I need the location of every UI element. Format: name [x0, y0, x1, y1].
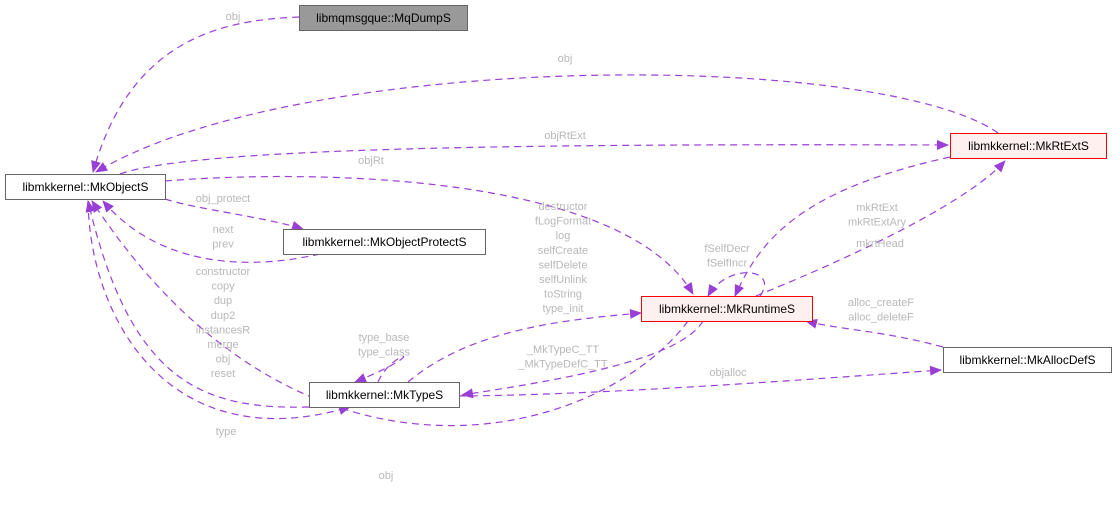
edge-MkObjectS-to-MkObjectProtectS [164, 198, 304, 231]
edge-label: selfUnlink [539, 274, 587, 286]
edge-label: mkrtHead [856, 238, 904, 250]
node-MkObjectProtectS[interactable]: libmkkernel::MkObjectProtectS [283, 229, 486, 255]
edge-label-group: obj [379, 470, 394, 482]
edge-label: selfCreate [538, 245, 588, 257]
edge-label: type_init [543, 303, 584, 315]
edge-MkRtExtS-to-MkObjectS [95, 74, 999, 173]
edge-MkRuntimeS-to-MkRtExtS [755, 160, 1006, 297]
edge-label: obj [379, 470, 394, 482]
edge-label-group: next prev [212, 224, 234, 251]
edge-MkRuntimeS-to-MkRuntimeS [707, 272, 766, 297]
node-box[interactable] [309, 382, 460, 408]
edge-label: alloc_deleteF [848, 312, 914, 324]
edge-label: type_class [358, 347, 410, 359]
nodes-layer: libmqmsgque::MqDumpSlibmkkernel::MkObjec… [5, 5, 1112, 408]
edge-label: log [556, 230, 571, 242]
node-box[interactable] [943, 347, 1112, 373]
edge-label-group: type_base type_class [358, 332, 410, 359]
edge-label: destructor [539, 201, 588, 213]
edge-label-group: objalloc [709, 367, 747, 379]
edge-label: merge [207, 339, 238, 351]
edge-label-group: destructor fLogFormat log selfCreate selfDel… [535, 201, 591, 315]
edge-MkAllocDefS-to-MkRuntimeS [805, 318, 944, 348]
node-MkObjectS[interactable]: libmkkernel::MkObjectS [5, 174, 166, 200]
edge-label: obj [216, 354, 231, 366]
edge-label-group: constructor copy dup dup2 instancesR merge obj… [196, 266, 251, 380]
edge-label-group: type [216, 426, 237, 438]
edge-label: selfDelete [539, 259, 588, 271]
edge-label-group: obj [558, 53, 573, 65]
node-MkRuntimeS[interactable]: libmkkernel::MkRuntimeS [641, 296, 813, 322]
node-label: libmkkernel::MkObjectS [22, 180, 148, 194]
edge-label: fLogFormat [535, 216, 591, 228]
edge-label: mkRtExt [856, 202, 898, 214]
node-box[interactable] [950, 133, 1107, 159]
edge-label: obj [558, 53, 573, 65]
edge-label: instancesR [196, 324, 250, 336]
edge-MkObjectS-to-MkRtExtS [119, 139, 949, 175]
node-box[interactable] [641, 296, 813, 322]
edge-label-group: obj_protect [196, 193, 250, 205]
node-label: libmkkernel::MkTypeS [326, 388, 443, 402]
edge-label: obj [226, 11, 241, 23]
edges-layer [85, 16, 1006, 427]
edge-label-group: fSelfDecr fSelfIncr [704, 243, 750, 270]
edge-label: fSelfDecr [704, 243, 750, 255]
edge-label: constructor [196, 266, 251, 278]
node-label: libmkkernel::MkAllocDefS [959, 353, 1095, 367]
edge-label: prev [212, 239, 234, 251]
node-box[interactable] [299, 5, 468, 31]
edge-label: type_base [359, 332, 410, 344]
node-MkTypeS[interactable]: libmkkernel::MkTypeS [309, 382, 460, 408]
edge-label: toString [544, 289, 582, 301]
edge-MkObjectProtectS-to-MkObjectS [102, 200, 321, 263]
edge-MkObjectS-to-MkRuntimeS [164, 175, 694, 295]
edge-MkRtExtS-to-MkRuntimeS [734, 156, 951, 297]
node-label: libmkkernel::MkObjectProtectS [302, 235, 466, 249]
edge-MkTypeS-to-MkAllocDefS [458, 365, 942, 397]
edge-MkTypeS-to-MkObjectS [85, 200, 310, 408]
edge-label: next [213, 224, 234, 236]
edge-label-group: mkRtExt mkRtExtAry [848, 202, 907, 229]
node-label: libmkkernel::MkRtExtS [968, 139, 1089, 153]
edge-MkRuntimeS-to-MkTypeS [461, 320, 704, 399]
edge-MkTypeS-to-MkTypeS [354, 355, 405, 383]
edge-label: copy [211, 281, 235, 293]
node-MkRtExtS[interactable]: libmkkernel::MkRtExtS [950, 133, 1107, 159]
edge-label: objalloc [709, 367, 747, 379]
edge-label-group: mkrtHead [856, 238, 904, 250]
edge-label: mkRtExtAry [848, 217, 907, 229]
edge-MqDumpS-to-MkObjectS [91, 16, 300, 173]
edge-label: _MkTypeC_TT [526, 344, 599, 356]
edge-label-group: objRt [358, 155, 384, 167]
node-label: libmqmsgque::MqDumpS [316, 11, 451, 25]
edge-label: objRtExt [544, 130, 586, 142]
edge-label: dup [214, 295, 232, 307]
edge-label: reset [211, 368, 235, 380]
edge-label-group: objRtExt [544, 130, 586, 142]
node-box[interactable] [283, 229, 486, 255]
node-MqDumpS[interactable]: libmqmsgque::MqDumpS [299, 5, 468, 31]
edge-label: objRt [358, 155, 384, 167]
node-box[interactable] [5, 174, 166, 200]
edge-label-group: obj [226, 11, 241, 23]
edge-label-group: _MkTypeC_TT _MkTypeDefC_TT [517, 344, 608, 371]
edge-label: _MkTypeDefC_TT [517, 359, 608, 371]
edge-MkObjectS-to-MkTypeS [87, 200, 351, 420]
edge-label: dup2 [211, 310, 235, 322]
node-label: libmkkernel::MkRuntimeS [659, 302, 795, 316]
edge-MkTypeS-to-MkRuntimeS [407, 308, 642, 383]
edge-label: alloc_createF [848, 297, 914, 309]
node-MkAllocDefS[interactable]: libmkkernel::MkAllocDefS [943, 347, 1112, 373]
edge-label: obj_protect [196, 193, 250, 205]
edge-label: fSelfIncr [707, 258, 748, 270]
edge-label: type [216, 426, 237, 438]
edge-label-group: alloc_createF alloc_deleteF [848, 297, 914, 324]
